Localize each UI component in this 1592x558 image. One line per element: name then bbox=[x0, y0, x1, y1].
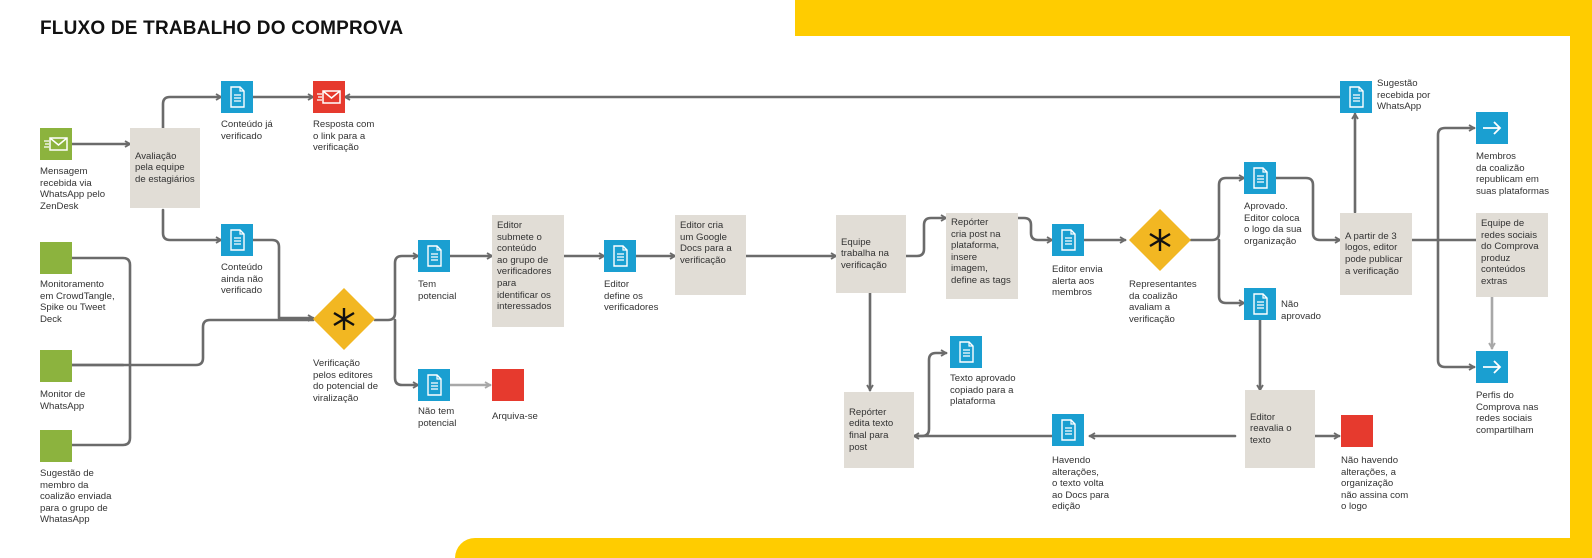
resposta-label: Resposta com o link para a verificação bbox=[313, 119, 375, 154]
asterisk-icon bbox=[1129, 209, 1191, 271]
source-sugestao-membro-label: Sugestão de membro da coalizão enviada p… bbox=[40, 468, 112, 526]
source-monitor-whatsapp-label: Monitor de WhatsApp bbox=[40, 389, 86, 412]
tem-potencial-label: Tem potencial bbox=[418, 279, 457, 302]
source-monitoramento-label: Monitoramento em CrowdTangle, Spike ou T… bbox=[40, 279, 115, 325]
document-icon bbox=[221, 81, 253, 113]
editor-reavalia-box: Editor reavalia o texto bbox=[1245, 390, 1315, 468]
page-title: FLUXO DE TRABALHO DO COMPROVA bbox=[40, 18, 404, 39]
representantes-label: Representantes da coalizão avaliam a ver… bbox=[1129, 279, 1197, 325]
arrow-right-icon bbox=[1476, 351, 1508, 383]
yellow-background-bottom bbox=[455, 538, 1592, 558]
editor-define-label: Editor define os verificadores bbox=[604, 279, 659, 314]
avaliacao-box: Avaliação pela equipe de estagiários bbox=[130, 128, 200, 208]
yellow-background-top bbox=[795, 0, 1592, 36]
source-monitor-whatsapp-square bbox=[40, 350, 72, 382]
document-icon bbox=[1340, 81, 1372, 113]
equipe-redes-box: Equipe de redes sociais do Comprova prod… bbox=[1476, 213, 1548, 297]
a-partir-box: A partir de 3 logos, editor pode publica… bbox=[1340, 213, 1412, 295]
editor-cria-box: Editor cria um Google Docs para a verifi… bbox=[675, 215, 746, 295]
asterisk-icon bbox=[313, 288, 375, 350]
document-icon bbox=[418, 369, 450, 401]
conteudo-verificado-label: Conteúdo já verificado bbox=[221, 119, 273, 142]
document-icon bbox=[1052, 414, 1084, 446]
nao-havendo-square bbox=[1341, 415, 1373, 447]
document-icon bbox=[950, 336, 982, 368]
source-mensagem-label: Mensagem recebida via WhatsApp pelo ZenD… bbox=[40, 166, 106, 212]
yellow-background-right bbox=[1570, 0, 1592, 558]
document-icon bbox=[1052, 224, 1084, 256]
document-icon bbox=[1244, 162, 1276, 194]
equipe-trabalha-box: Equipe trabalha na verificação bbox=[836, 215, 906, 293]
verificacao-editores-label: Verificação pelos editores do potencial … bbox=[313, 358, 379, 404]
document-icon bbox=[418, 240, 450, 272]
envelope-icon bbox=[313, 81, 345, 113]
reporter-edita-box: Repórter edita texto final para post bbox=[844, 392, 914, 468]
conteudo-nao-verificado-label: Conteúdo ainda não verificado bbox=[221, 262, 264, 297]
havendo-label: Havendo alterações, o texto volta ao Doc… bbox=[1052, 455, 1110, 513]
arquiva-square bbox=[492, 369, 524, 401]
document-icon bbox=[221, 224, 253, 256]
membros-republicam-label: Membros da coalizão republicam em suas p… bbox=[1476, 151, 1550, 197]
nao-havendo-label: Não havendo alterações, a organização nã… bbox=[1341, 455, 1409, 513]
aprovado-label: Aprovado. Editor coloca o logo da sua or… bbox=[1244, 201, 1302, 247]
editor-submete-box: Editor submete o conteúdo ao grupo de ve… bbox=[492, 215, 564, 327]
source-sugestao-membro-square bbox=[40, 430, 72, 462]
document-icon bbox=[604, 240, 636, 272]
source-monitoramento-square bbox=[40, 242, 72, 274]
texto-aprovado-label: Texto aprovado copiado para a plataforma bbox=[950, 373, 1016, 408]
sugestao-whatsapp-label: Sugestão recebida por WhatsApp bbox=[1377, 78, 1431, 113]
perfis-label: Perfis do Comprova nas redes sociais com… bbox=[1476, 390, 1539, 436]
arrow-right-icon bbox=[1476, 112, 1508, 144]
editor-envia-label: Editor envia alerta aos membros bbox=[1052, 264, 1103, 299]
document-icon bbox=[1244, 288, 1276, 320]
reporter-cria-box: Repórter cria post na plataforma, insere… bbox=[946, 213, 1018, 299]
nao-tem-potencial-label: Não tem potencial bbox=[418, 406, 457, 429]
envelope-icon bbox=[40, 128, 72, 160]
arquiva-label: Arquiva-se bbox=[492, 411, 538, 422]
nao-aprovado-label: Não aprovado bbox=[1281, 299, 1322, 322]
